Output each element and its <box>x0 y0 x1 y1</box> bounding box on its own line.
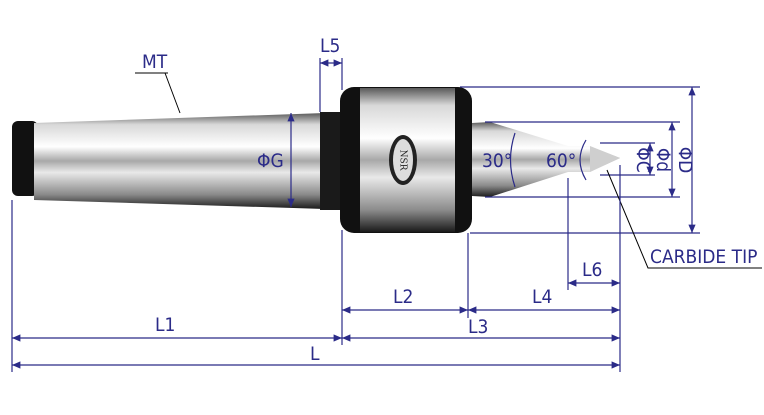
l1-label: L1 <box>155 314 175 336</box>
mt-label: MT <box>142 51 168 73</box>
l2-label: L2 <box>393 286 413 308</box>
phi-d-small-label: Φd <box>652 148 674 172</box>
angle-30-label: 30° <box>482 150 512 172</box>
l5-label: L5 <box>320 35 340 57</box>
l4-label: L4 <box>532 286 552 308</box>
l-label: L <box>310 343 320 365</box>
phi-c-label: ΦC <box>632 147 654 172</box>
phi-g-label: ΦG <box>257 150 284 172</box>
morse-taper-shank <box>12 112 346 210</box>
carbide-tip <box>590 146 620 172</box>
bearing-body: NSR <box>340 87 472 233</box>
carbide-tip-label: CARBIDE TIP <box>650 246 757 268</box>
phi-d-large-label: ΦD <box>674 147 696 174</box>
l3-label: L3 <box>468 316 488 338</box>
spindle <box>472 122 620 197</box>
angle-60-label: 60° <box>546 150 576 172</box>
brand-logo-text: NSR <box>398 150 408 171</box>
l6-label: L6 <box>582 259 602 281</box>
